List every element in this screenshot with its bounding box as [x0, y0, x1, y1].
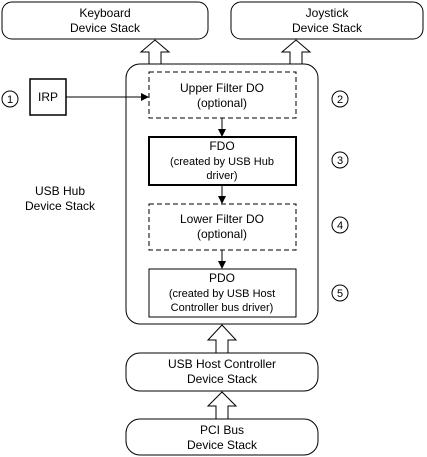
lower-filter-do: Lower Filter DO (optional)	[148, 203, 297, 251]
keyboard-device-stack: Keyboard Device Stack	[1, 1, 209, 40]
pdo-subtitle-1: (created by USB Host	[169, 288, 275, 300]
step-marker-3: 3	[331, 151, 349, 169]
upper-filter-subtitle: (optional)	[197, 96, 247, 110]
block-arrow-to-keyboard	[139, 39, 171, 65]
svg-text:1: 1	[7, 94, 13, 106]
fdo-box: FDO (created by USB Hub driver)	[148, 136, 297, 186]
step-marker-4: 4	[331, 216, 349, 234]
host-controller-subtitle: Device Stack	[187, 372, 258, 386]
lower-filter-title: Lower Filter DO	[180, 212, 264, 226]
lower-filter-subtitle: (optional)	[197, 227, 247, 241]
keyboard-stack-title: Keyboard	[79, 6, 130, 20]
svg-text:3: 3	[337, 155, 343, 167]
usb-hub-label-line2: Device Stack	[25, 199, 96, 213]
upper-filter-title: Upper Filter DO	[180, 81, 264, 95]
keyboard-stack-subtitle: Device Stack	[70, 21, 141, 35]
pdo-subtitle-2: Controller bus driver)	[171, 302, 274, 314]
svg-text:4: 4	[337, 220, 343, 232]
joystick-stack-subtitle: Device Stack	[292, 21, 363, 35]
usb-host-controller-stack: USB Host Controller Device Stack	[125, 352, 319, 392]
step-marker-5: 5	[331, 284, 349, 302]
irp-box: IRP	[29, 78, 67, 116]
pdo-box: PDO (created by USB Host Controller bus …	[148, 268, 297, 318]
block-arrow-to-joystick	[280, 39, 312, 65]
host-controller-title: USB Host Controller	[168, 357, 276, 371]
joystick-stack-title: Joystick	[306, 6, 350, 20]
irp-label: IRP	[38, 90, 58, 104]
step-marker-2: 2	[331, 90, 349, 108]
block-arrow-to-hub	[206, 324, 238, 354]
joystick-device-stack: Joystick Device Stack	[230, 1, 424, 40]
fdo-subtitle-2: driver)	[206, 170, 237, 182]
block-arrow-to-host-controller	[206, 391, 238, 420]
upper-filter-do: Upper Filter DO (optional)	[148, 71, 297, 119]
pci-bus-stack: PCI Bus Device Stack	[125, 418, 319, 456]
step-marker-1: 1	[1, 90, 19, 108]
fdo-title: FDO	[209, 139, 234, 153]
pci-bus-title: PCI Bus	[200, 423, 244, 437]
fdo-subtitle-1: (created by USB Hub	[170, 156, 274, 168]
usb-hub-label-line1: USB Hub	[35, 184, 85, 198]
svg-text:5: 5	[337, 288, 343, 300]
svg-text:2: 2	[337, 94, 343, 106]
pdo-title: PDO	[209, 271, 235, 285]
pci-bus-subtitle: Device Stack	[187, 438, 258, 452]
